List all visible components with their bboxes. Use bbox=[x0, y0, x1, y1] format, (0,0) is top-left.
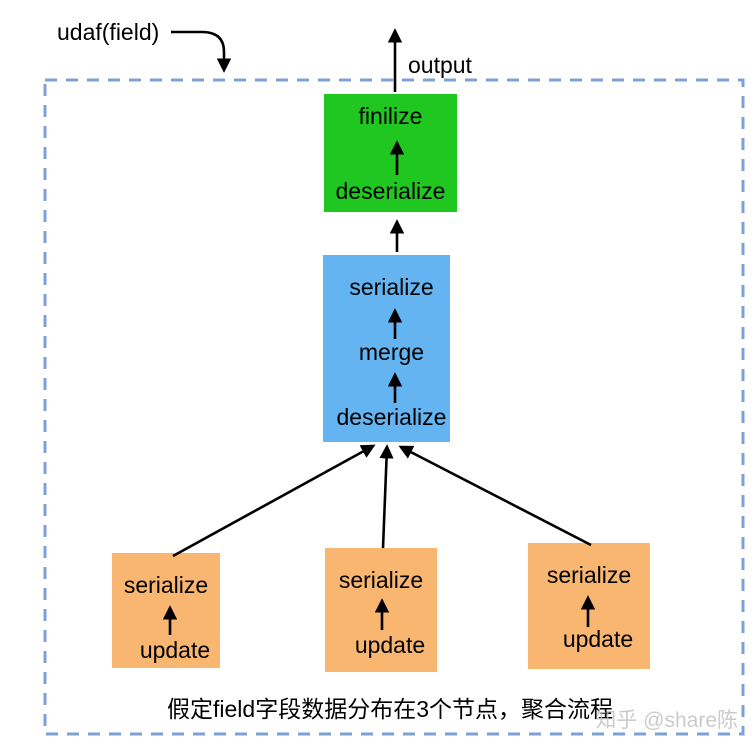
worker-node-1: serialize update bbox=[112, 553, 220, 668]
output-label: output bbox=[408, 52, 472, 78]
merge-step-label: merge bbox=[358, 338, 425, 365]
finalize-node: finilize deserialize bbox=[324, 94, 457, 212]
worker1-update-label: update bbox=[139, 636, 211, 663]
worker3-to-merge-arrow bbox=[398, 445, 592, 547]
udaf-input-arrow bbox=[171, 30, 232, 73]
merge-serialize-label: serialize bbox=[349, 274, 434, 300]
worker-node-3: serialize update bbox=[528, 543, 650, 669]
worker2-update-label: update bbox=[354, 631, 426, 658]
worker3-serialize-label: serialize bbox=[546, 562, 632, 588]
merge-deserialize-label: deserialize bbox=[336, 403, 447, 430]
worker2-to-merge-arrow bbox=[379, 444, 394, 549]
udaf-label: udaf(field) bbox=[57, 19, 160, 45]
worker3-update-label: update bbox=[562, 625, 634, 652]
worker1-serialize-label: serialize bbox=[123, 572, 209, 598]
watermark: 知乎 @share陈 bbox=[595, 709, 738, 732]
finalize-step-label: finilize bbox=[358, 103, 423, 129]
merge-node: serialize merge deserialize bbox=[323, 255, 450, 442]
worker-node-2: serialize update bbox=[325, 548, 437, 672]
finalize-deserialize-label: deserialize bbox=[335, 177, 446, 204]
worker2-serialize-label: serialize bbox=[338, 567, 424, 593]
worker1-to-merge-arrow bbox=[172, 444, 376, 558]
